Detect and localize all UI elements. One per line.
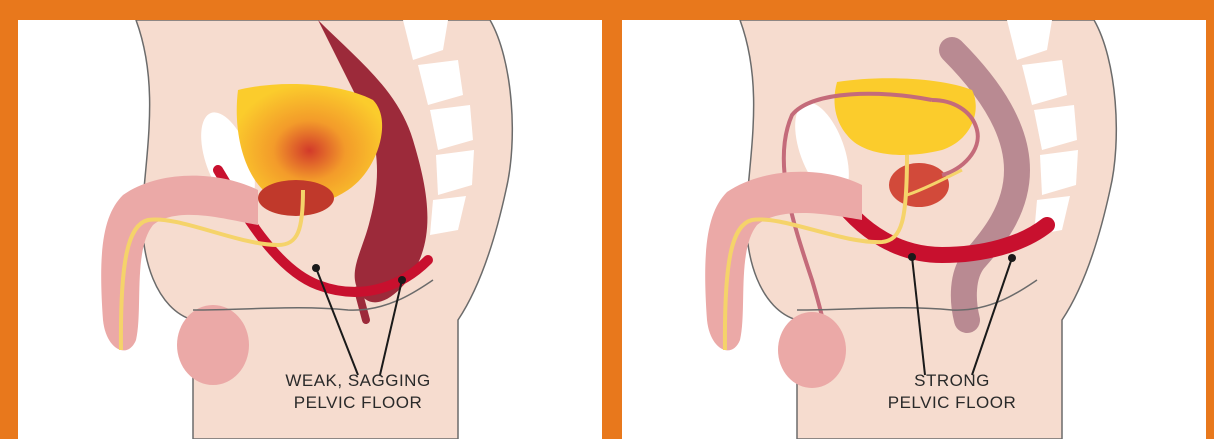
testicle [177, 305, 249, 385]
panel-strong-pelvic-floor: STRONG PELVIC FLOOR [622, 20, 1206, 439]
prostate [889, 163, 949, 207]
caption-line-1: STRONG [862, 370, 1042, 392]
caption-line-2: PELVIC FLOOR [862, 392, 1042, 414]
pointer-dot [312, 264, 320, 272]
caption-line-2: PELVIC FLOOR [258, 392, 458, 414]
testicle [778, 312, 846, 388]
pointer-dot [398, 276, 406, 284]
panel-weak-pelvic-floor: WEAK, SAGGING PELVIC FLOOR [18, 20, 602, 439]
pointer-dot [1008, 254, 1016, 262]
prostate [258, 180, 334, 216]
caption-line-1: WEAK, SAGGING [258, 370, 458, 392]
pointer-dot [908, 253, 916, 261]
caption-strong: STRONG PELVIC FLOOR [862, 370, 1042, 414]
caption-weak: WEAK, SAGGING PELVIC FLOOR [258, 370, 458, 414]
